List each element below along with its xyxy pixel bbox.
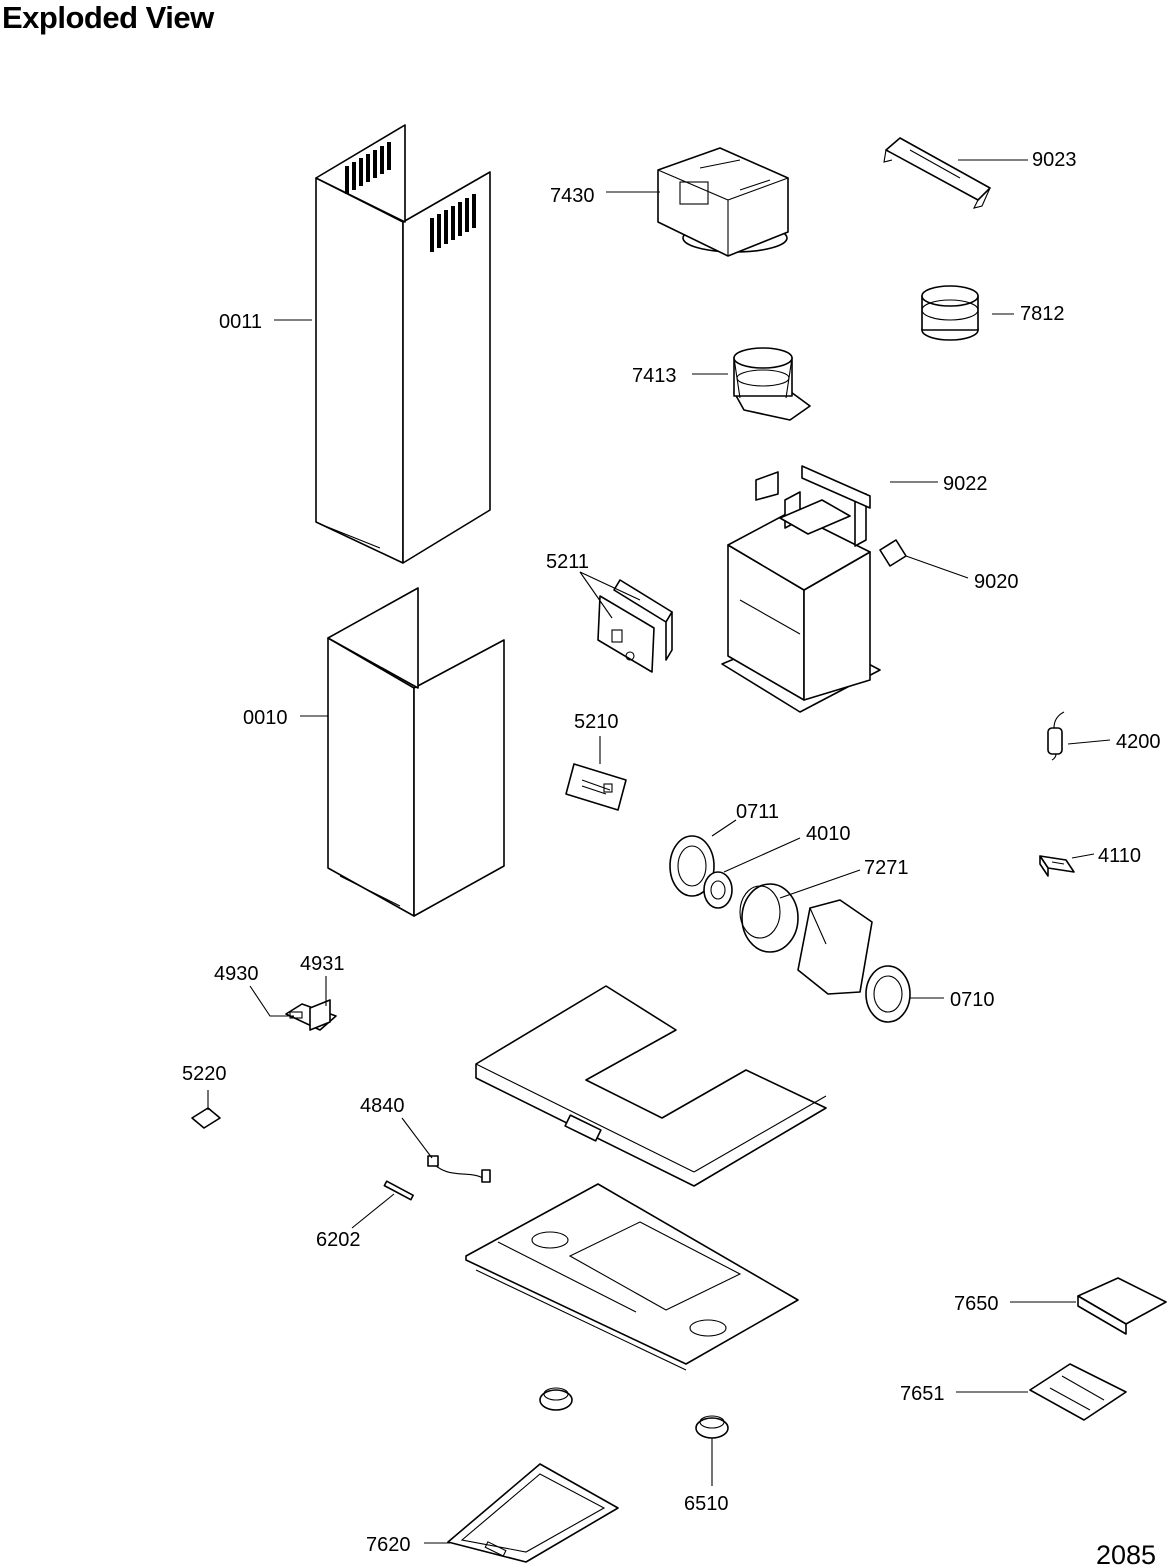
part-4200-capacitor bbox=[1047, 711, 1065, 761]
part-7413-adaptor bbox=[733, 347, 811, 421]
part-7651-filter-frame bbox=[1029, 1363, 1127, 1421]
part-6510-knobs bbox=[539, 1387, 729, 1439]
label-9022: 9022 bbox=[943, 473, 988, 495]
part-0011-upper-chimney bbox=[315, 124, 491, 564]
label-7413: 7413 bbox=[632, 365, 677, 387]
label-7620: 7620 bbox=[366, 1534, 411, 1556]
part-5210-control-panel bbox=[565, 763, 627, 811]
label-5211: 5211 bbox=[546, 551, 589, 573]
drawing-code: 2085 bbox=[1096, 1540, 1156, 1568]
part-7620-filter bbox=[447, 1463, 619, 1563]
page-title: Exploded View bbox=[2, 0, 214, 35]
part-7812-collar bbox=[921, 285, 979, 341]
label-6510: 6510 bbox=[684, 1493, 729, 1515]
part-labels: 7430 9023 0011 7812 7413 9022 9020 5211 … bbox=[182, 149, 1161, 1556]
label-4930: 4930 bbox=[214, 963, 259, 985]
label-7430: 7430 bbox=[550, 185, 595, 207]
leader-lines bbox=[207, 159, 1111, 1544]
part-5220-clip bbox=[191, 1107, 221, 1129]
vent-slots-upper bbox=[345, 142, 476, 252]
label-9020: 9020 bbox=[974, 571, 1019, 593]
part-4110-transformer bbox=[1039, 855, 1075, 877]
label-4840: 4840 bbox=[360, 1095, 405, 1117]
label-4110: 4110 bbox=[1098, 845, 1141, 867]
label-6202: 6202 bbox=[316, 1229, 361, 1251]
part-canopy-base bbox=[465, 1183, 799, 1371]
label-7650: 7650 bbox=[954, 1293, 999, 1315]
label-0711: 0711 bbox=[736, 801, 779, 823]
part-scroll-housing bbox=[797, 899, 873, 995]
part-7430-damper bbox=[657, 147, 789, 257]
part-motor-housing bbox=[721, 465, 907, 713]
label-4010: 4010 bbox=[806, 823, 851, 845]
part-4840-cable bbox=[427, 1155, 491, 1183]
part-6202-strip bbox=[383, 1180, 414, 1201]
label-7651: 7651 bbox=[900, 1383, 945, 1405]
label-4200: 4200 bbox=[1116, 731, 1161, 753]
label-0710: 0710 bbox=[950, 989, 995, 1011]
part-7650-charcoal-filter bbox=[1077, 1277, 1167, 1335]
label-7271: 7271 bbox=[864, 857, 909, 879]
part-0710-fan-guard bbox=[865, 965, 911, 1023]
part-0010-lower-chimney bbox=[327, 587, 505, 917]
part-9023-bracket bbox=[883, 137, 991, 209]
part-4930-4931-lamp-bracket bbox=[285, 999, 337, 1031]
part-7271-fan-wheel bbox=[739, 883, 799, 953]
part-4010-motor bbox=[703, 871, 733, 909]
part-5211-control-box bbox=[597, 579, 673, 673]
label-9023: 9023 bbox=[1032, 149, 1077, 171]
part-canopy-top bbox=[475, 985, 827, 1187]
label-0010: 0010 bbox=[243, 707, 288, 729]
label-0011: 0011 bbox=[219, 311, 262, 333]
label-4931: 4931 bbox=[300, 953, 345, 975]
label-5210: 5210 bbox=[574, 711, 619, 733]
label-7812: 7812 bbox=[1020, 303, 1065, 325]
label-5220: 5220 bbox=[182, 1063, 227, 1085]
part-0711-plate bbox=[669, 835, 715, 897]
